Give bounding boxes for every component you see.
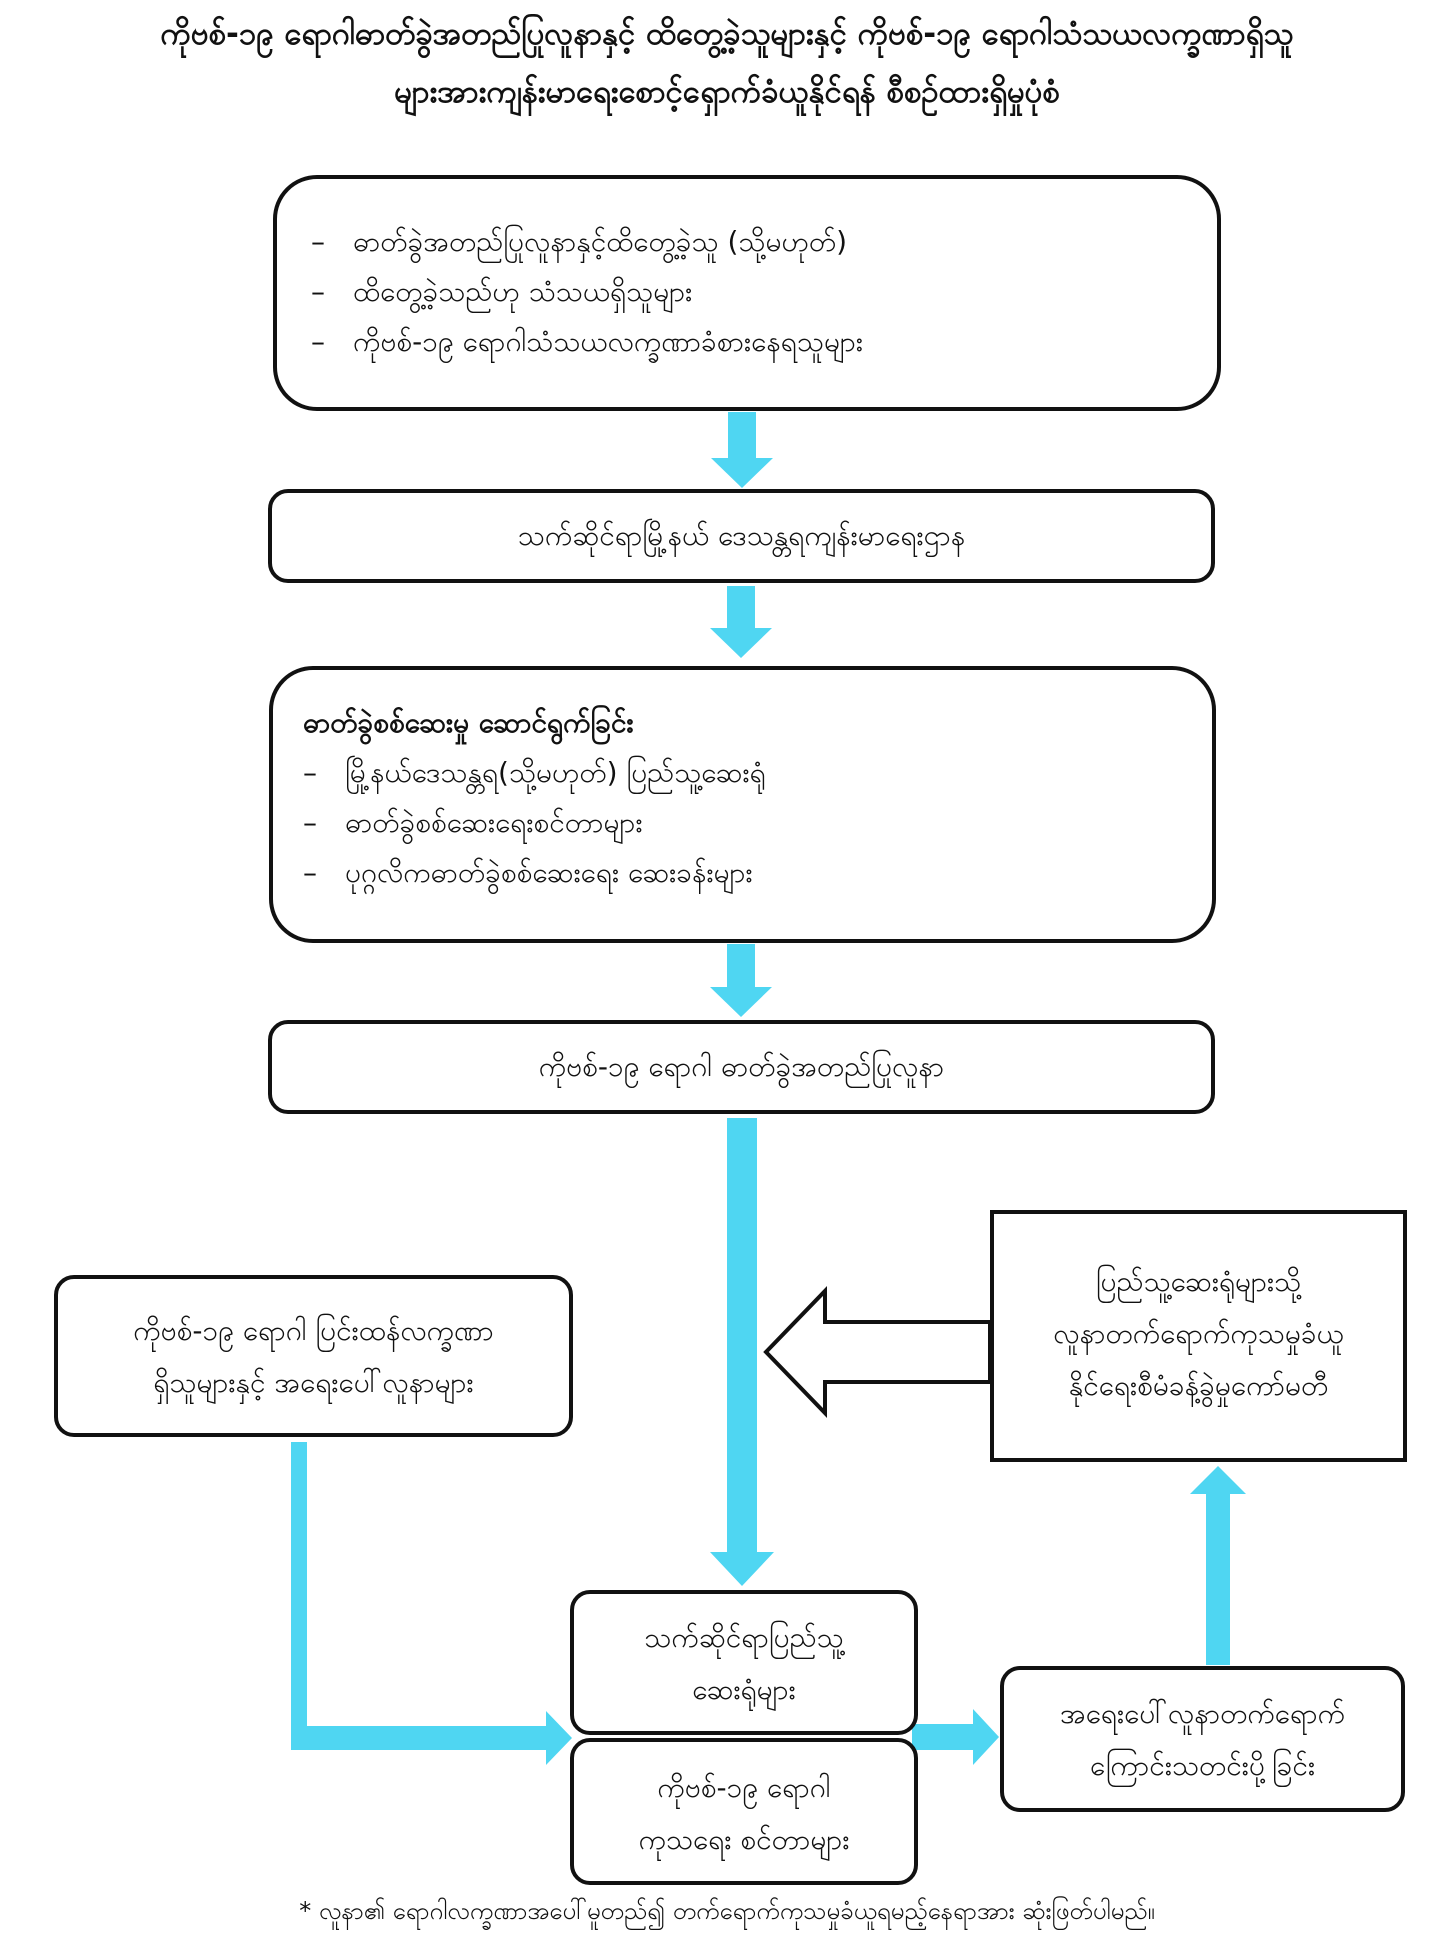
- lab-test-item: –မြို့နယ်ဒေသန္တရ(သို့မဟုတ်) ပြည်သူ့ဆေးရု…: [303, 756, 766, 789]
- node-health-dept: သက်ဆိုင်ရာမြို့နယ် ဒေသန္တရကျန်းမာရေးဌာန: [268, 489, 1215, 583]
- treatment-centers-line2: ကုသရေး စင်တာများ: [638, 1823, 850, 1856]
- arrow-report-to-committee: [1190, 1466, 1246, 1665]
- node-confirmed: ကိုဗစ်-၁၉ ရောဂါ ဓာတ်ခွဲအတည်ပြုလူနာ: [268, 1020, 1215, 1114]
- start-item: –ဓာတ်ခွဲအတည်ပြုလူနာနှင့်ထိတွေ့ခဲ့သူ (သို…: [311, 225, 848, 258]
- diagram-title-line2: များအားကျန်းမာရေးစောင့်ရှောက်ခံယူနိုင်ရန…: [394, 74, 1060, 110]
- lab-test-item: –ဓာတ်ခွဲစစ်ဆေးရေးစင်တာများ: [303, 806, 643, 839]
- node-lab-test: ဓာတ်ခွဲစစ်ဆေးမှု ဆောင်ရွက်ခြင်း –မြို့နယ…: [269, 666, 1216, 943]
- hospitals-line2: ဆေးရုံများ: [692, 1673, 796, 1706]
- report-line2: ကြောင်းသတင်းပို့ခြင်း: [1089, 1749, 1316, 1782]
- committee-line2: လူနာတက်ရောက်ကုသမှုခံယူ: [1053, 1317, 1344, 1350]
- committee-line3: နိုင်ရေးစီမံခန့်ခွဲမှုကော်မတီ: [1068, 1369, 1329, 1402]
- start-item: –ကိုဗစ်-၁၉ ရောဂါသံသယလက္ခဏာခံစားနေရသူများ: [311, 325, 863, 358]
- node-severe: ကိုဗစ်-၁၉ ရောဂါ ပြင်းထန်လက္ခဏာ ရှိသူများ…: [54, 1275, 573, 1437]
- node-treatment-centers: ကိုဗစ်-၁၉ ရောဂါ ကုသရေး စင်တာများ: [570, 1738, 918, 1885]
- treatment-centers-line1: ကိုဗစ်-၁၉ ရောဂါ: [657, 1771, 831, 1804]
- confirmed-label: ကိုဗစ်-၁၉ ရောဂါ ဓာတ်ခွဲအတည်ပြုလူနာ: [538, 1050, 945, 1083]
- arrow-hospitals-to-report: [912, 1709, 999, 1765]
- node-committee: ပြည်သူ့ဆေးရုံများသို့ လူနာတက်ရောက်ကုသမှု…: [990, 1210, 1407, 1462]
- hospitals-line1: သက်ဆိုင်ရာပြည်သူ့: [644, 1621, 844, 1654]
- severe-line1: ကိုဗစ်-၁၉ ရောဂါ ပြင်းထန်လက္ခဏာ: [133, 1314, 494, 1347]
- node-start: –ဓာတ်ခွဲအတည်ပြုလူနာနှင့်ထိတွေ့ခဲ့သူ (သို…: [273, 175, 1221, 411]
- arrow-start-to-health-dept: [711, 412, 773, 488]
- node-hospitals: သက်ဆိုင်ရာပြည်သူ့ ဆေးရုံများ: [570, 1590, 918, 1735]
- arrow-health-dept-to-lab-test: [710, 586, 772, 658]
- start-item: –ထိတွေ့ခဲ့သည်ဟု သံသယရှိသူများ: [311, 275, 693, 308]
- lab-test-heading: ဓာတ်ခွဲစစ်ဆေးမှု ဆောင်ရွက်ခြင်း: [303, 706, 634, 739]
- arrow-lab-test-to-confirmed: [710, 944, 772, 1017]
- severe-line2: ရှိသူများနှင့် အရေးပေါ်လူနာများ: [153, 1366, 474, 1399]
- arrow-severe-to-hospitals: [291, 1442, 572, 1765]
- arrow-committee-to-flow: [763, 1286, 992, 1418]
- arrow-confirmed-to-hospitals: [710, 1118, 774, 1586]
- report-line1: အရေးပေါ်လူနာတက်ရောက်: [1059, 1697, 1345, 1730]
- footnote: * လူနာ၏ ရောဂါလက္ခဏာအပေါ်မူတည်၍ တက်ရောက်က…: [299, 1897, 1155, 1925]
- health-dept-label: သက်ဆိုင်ရာမြို့နယ် ဒေသန္တရကျန်းမာရေးဌာန: [517, 519, 966, 552]
- node-report: အရေးပေါ်လူနာတက်ရောက် ကြောင်းသတင်းပို့ခြင…: [1000, 1666, 1405, 1812]
- diagram-title-line1: ကိုဗစ်-၁၉ ရောဂါဓာတ်ခွဲအတည်ပြုလူနာနှင့် ထ…: [160, 16, 1294, 52]
- committee-line1: ပြည်သူ့ဆေးရုံများသို့: [1095, 1265, 1302, 1298]
- lab-test-item: –ပုဂ္ဂလိကဓာတ်ခွဲစစ်ဆေးရေး ဆေးခန်းများ: [303, 856, 753, 889]
